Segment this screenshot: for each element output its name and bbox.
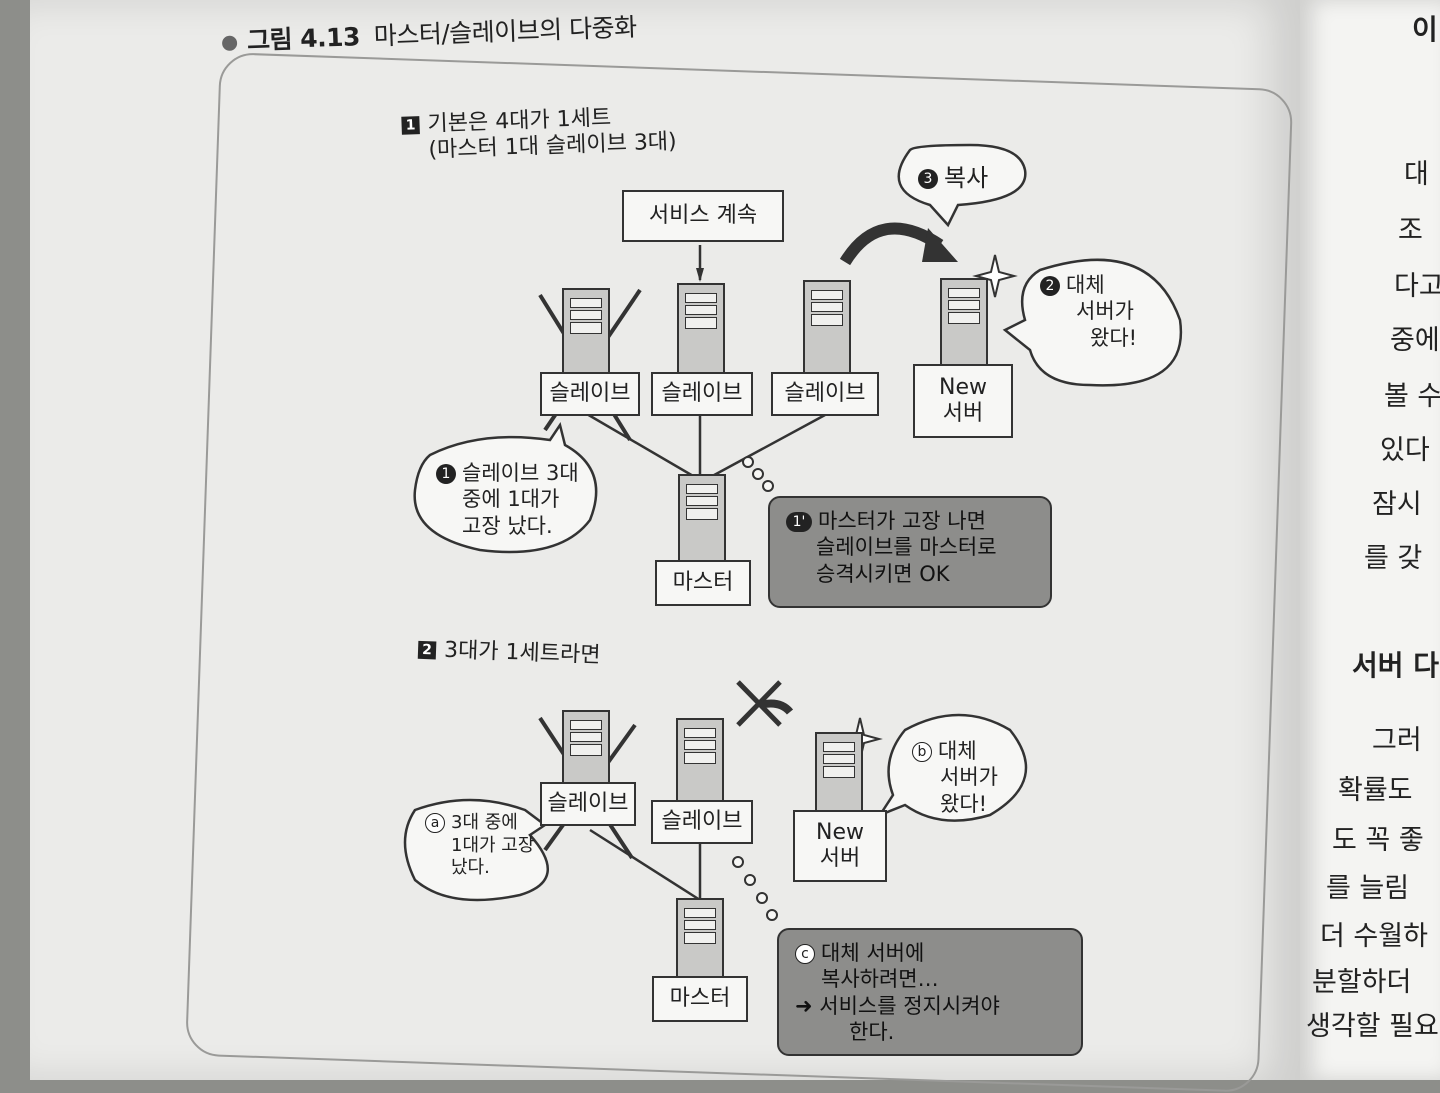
replacement-step-number: 2 [1040, 276, 1060, 296]
right-line: 그러 [1372, 725, 1422, 756]
right-line: 더 수월하 [1320, 921, 1428, 952]
failure2-line2: 1대가 고장 [451, 834, 535, 856]
replacement2-step-number: b [912, 742, 932, 762]
failure-line3: 고장 났다. [462, 513, 553, 538]
new-server2-line2: 서버 [819, 846, 861, 871]
failure2-line1: 3대 중에 [451, 812, 518, 833]
failure2-step-number: a [425, 813, 445, 833]
replacement-text-1: 2 대체 서버가 왔다! [1040, 272, 1137, 351]
service-continue-box: 서비스 계속 [622, 190, 784, 242]
right-page-top: 이 [1412, 13, 1438, 46]
section2-marker: 2 [417, 640, 437, 660]
right-line: 볼 수 [1384, 381, 1440, 412]
copy-stop-note: c 대체 서버에 복사하려면… ➜ 서비스를 정지시켜야 한다. [777, 928, 1083, 1056]
link-slave3-master [704, 413, 826, 482]
right-line: 도 꼭 좋 [1332, 825, 1424, 856]
master-note-number: 1' [786, 512, 812, 532]
blocked-copy-arrow [759, 699, 794, 715]
right-line: 있다 [1380, 435, 1430, 466]
right-line: 대 [1404, 159, 1429, 190]
master-note-line3: 승격시키면 OK [816, 561, 950, 586]
right-line: 잠시 [1372, 489, 1422, 520]
replacement-line2: 서버가 [1076, 299, 1134, 324]
slave-box-2: 슬레이브 [651, 372, 753, 416]
new-server-box-2: New 서버 [793, 810, 887, 882]
failure2-line3: 났다. [451, 857, 490, 878]
copy-label: 복사 [944, 164, 989, 192]
server-icon [803, 280, 851, 380]
failure-text-2: a 3대 중에 1대가 고장 났다. [425, 812, 534, 880]
right-line: 를 갖 [1364, 543, 1423, 574]
service-arrowhead [696, 268, 704, 282]
new-server-line1: New [939, 374, 987, 400]
master-box-2: 마스터 [652, 976, 748, 1022]
failure-line1: 슬레이브 3대 [462, 461, 579, 485]
right-line: 분할하더 [1312, 967, 1412, 998]
section2-heading-text: 3대가 1세트라면 [443, 637, 601, 669]
copy-note-line1: 대체 서버에 [821, 941, 925, 965]
master-failure-note: 1' 마스터가 고장 나면 슬레이브를 마스터로 승격시키면 OK [768, 496, 1052, 608]
slave2-box-2: 슬레이브 [651, 800, 753, 844]
slave-box-1: 슬레이브 [540, 372, 640, 416]
new-server2-line1: New [816, 819, 864, 845]
right-line: 다고 [1394, 271, 1440, 302]
failure-step-number: 1 [436, 464, 456, 484]
link2-slave1-master [589, 828, 701, 902]
right-line: 중에 [1390, 325, 1440, 356]
replacement-line1: 대체 [1066, 273, 1105, 297]
copy-note-line3: ➜ 서비스를 정지시켜야 [795, 993, 1000, 1018]
left-page [30, 0, 1300, 1080]
replacement2-line3: 왔다! [940, 791, 988, 816]
server-icon [678, 474, 726, 574]
right-line: 조 [1398, 215, 1423, 246]
replacement-line3: 왔다! [1090, 325, 1138, 350]
replacement2-line1: 대체 [938, 739, 977, 763]
failure-line2: 중에 1대가 [462, 487, 560, 512]
right-line: 를 늘림 [1326, 873, 1410, 904]
new-server-line2: 서버 [942, 401, 984, 426]
sparkle-icon-1 [972, 254, 1018, 298]
new-server-box-1: New 서버 [913, 364, 1013, 438]
master-note-line1: 마스터가 고장 나면 [818, 509, 986, 533]
copy-bubble [897, 143, 1027, 228]
copy-step-number: 3 [918, 169, 938, 189]
server-icon [562, 288, 610, 388]
copy-note-line4: 한다. [849, 1019, 895, 1044]
server-icon [940, 278, 988, 378]
failure-text-1: 1 슬레이브 3대 중에 1대가 고장 났다. [436, 460, 579, 539]
slave-box-3: 슬레이브 [771, 372, 879, 416]
copy-note-number: c [795, 944, 815, 964]
copy-note-line2: 복사하려면… [821, 967, 939, 992]
slave2-box-1: 슬레이브 [540, 782, 636, 826]
cross-copy-2 [736, 680, 782, 727]
server-icon [677, 283, 725, 383]
right-page [1300, 0, 1440, 1080]
master-box-1: 마스터 [655, 560, 751, 606]
copy-arrowhead [922, 228, 958, 262]
right-line: 확률도 [1338, 775, 1413, 806]
replacement2-line2: 서버가 [940, 765, 998, 790]
replacement-bubble-2 [876, 713, 1028, 822]
replacement-text-2: b 대체 서버가 왔다! [912, 738, 998, 817]
failure-bubble-1 [413, 421, 598, 554]
link-slave1-master [579, 408, 701, 482]
right-line: 생각할 필요 [1306, 1011, 1439, 1042]
master-note-line2: 슬레이브를 마스터로 [816, 535, 997, 560]
copy-bubble-text: 3 복사 [918, 158, 988, 193]
right-section-heading: 서버 다 [1352, 649, 1440, 682]
section1-marker: 1 [401, 116, 420, 135]
